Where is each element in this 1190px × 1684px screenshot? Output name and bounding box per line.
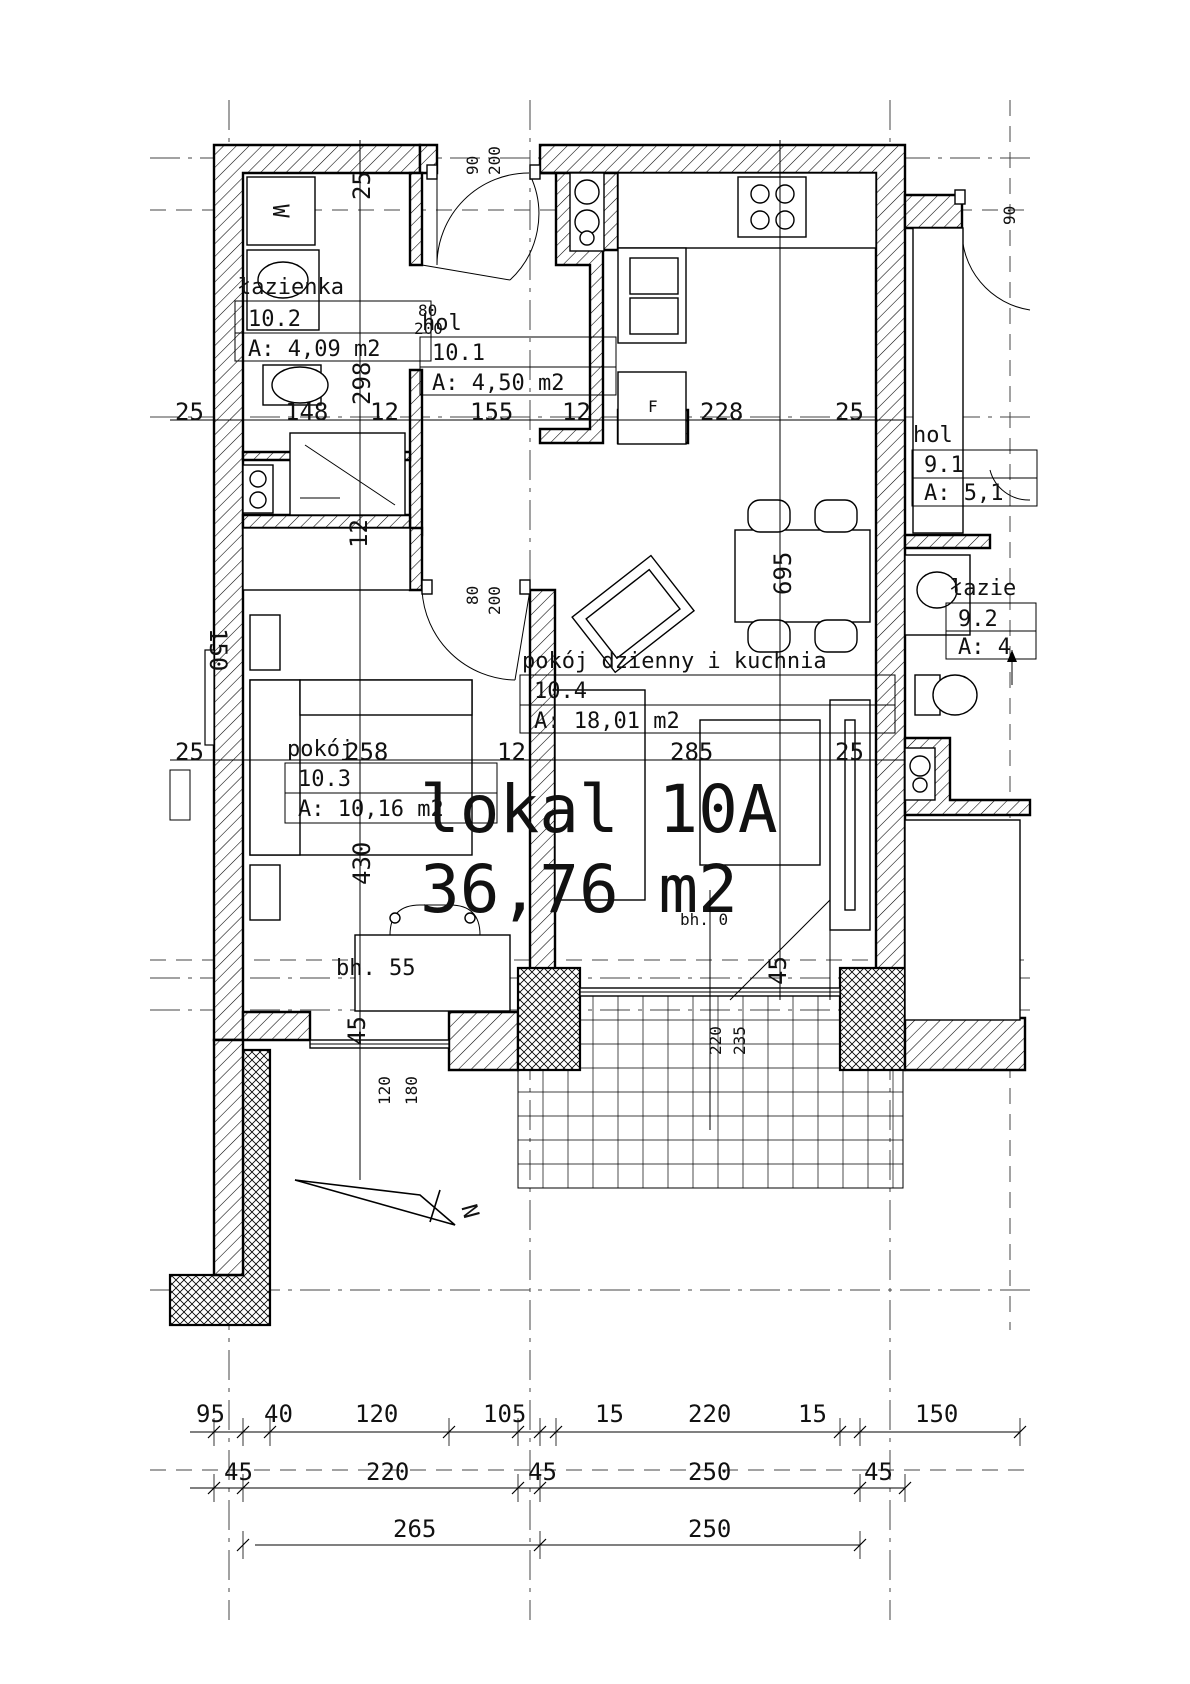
svg-text:120: 120 bbox=[355, 1400, 398, 1428]
north-arrow-icon: N bbox=[294, 1179, 483, 1226]
svg-text:hol: hol bbox=[913, 423, 953, 448]
sofa-icon bbox=[554, 689, 646, 901]
cooktop-icon bbox=[737, 176, 807, 238]
svg-text:80: 80 bbox=[463, 586, 482, 605]
svg-text:A: 5,1: A: 5,1 bbox=[924, 481, 1003, 506]
svg-text:180: 180 bbox=[402, 1076, 421, 1105]
svg-text:228: 228 bbox=[700, 398, 743, 426]
unit-area: 36,76 m2 bbox=[420, 851, 738, 928]
svg-text:45: 45 bbox=[528, 1458, 557, 1486]
armchair-icon bbox=[571, 554, 696, 674]
doors bbox=[421, 164, 1031, 681]
svg-text:A: 4,50 m2: A: 4,50 m2 bbox=[432, 371, 564, 396]
room-name-living: pokój dzienny i kuchnia bbox=[522, 649, 827, 674]
svg-text:25: 25 bbox=[175, 738, 204, 766]
svg-text:155: 155 bbox=[470, 398, 513, 426]
svg-text:bh. 55: bh. 55 bbox=[336, 956, 415, 981]
svg-text:9.1: 9.1 bbox=[924, 453, 964, 478]
svg-text:25: 25 bbox=[175, 398, 204, 426]
svg-text:95: 95 bbox=[196, 1400, 225, 1428]
svg-text:148: 148 bbox=[285, 398, 328, 426]
svg-text:25: 25 bbox=[835, 738, 864, 766]
svg-text:150: 150 bbox=[915, 1400, 958, 1428]
svg-text:200: 200 bbox=[485, 586, 504, 615]
svg-text:9.2: 9.2 bbox=[958, 607, 998, 632]
svg-text:150: 150 bbox=[204, 628, 232, 671]
svg-text:90: 90 bbox=[1000, 206, 1019, 225]
sink-icon bbox=[629, 257, 679, 295]
svg-text:265: 265 bbox=[393, 1515, 436, 1543]
svg-text:25: 25 bbox=[835, 398, 864, 426]
svg-text:220: 220 bbox=[706, 1026, 725, 1055]
dining-table-icon bbox=[734, 529, 871, 623]
unit-label: lokal 10A bbox=[420, 771, 778, 848]
shower-icon bbox=[289, 432, 406, 516]
room-labels: łazienka 10.2 A: 4,09 m2 hol 10.1 A: 4,5… bbox=[234, 275, 1038, 981]
svg-text:15: 15 bbox=[595, 1400, 624, 1428]
svg-text:F: F bbox=[648, 397, 658, 416]
room-name-hall: hol bbox=[422, 311, 462, 336]
svg-text:298: 298 bbox=[348, 362, 376, 405]
svg-text:695: 695 bbox=[769, 552, 797, 595]
svg-text:A: 4,09 m2: A: 4,09 m2 bbox=[248, 337, 380, 362]
svg-text:258: 258 bbox=[345, 738, 388, 766]
fridge-icon bbox=[617, 371, 687, 445]
svg-text:A: 4: A: 4 bbox=[958, 635, 1011, 660]
dimensions-inner: 25 148 12 155 12 228 25 25 258 12 285 25… bbox=[170, 140, 905, 1180]
svg-text:285: 285 bbox=[670, 738, 713, 766]
desk-icon bbox=[354, 934, 511, 1012]
svg-text:10.2: 10.2 bbox=[248, 307, 301, 332]
svg-text:235: 235 bbox=[730, 1026, 749, 1055]
svg-text:200: 200 bbox=[414, 319, 443, 338]
svg-text:12: 12 bbox=[370, 398, 399, 426]
svg-text:12: 12 bbox=[345, 519, 373, 548]
washer-icon bbox=[246, 176, 316, 246]
svg-text:10.3: 10.3 bbox=[298, 767, 351, 792]
svg-text:45: 45 bbox=[224, 1458, 253, 1486]
svg-text:250: 250 bbox=[688, 1515, 731, 1543]
svg-text:80: 80 bbox=[418, 301, 437, 320]
room-name-bedroom: pokój bbox=[287, 737, 353, 762]
door-annotations: 90 200 80 200 80 200 90 bbox=[414, 146, 1019, 615]
svg-text:W: W bbox=[267, 204, 292, 218]
svg-text:200: 200 bbox=[485, 146, 504, 175]
svg-text:40: 40 bbox=[264, 1400, 293, 1428]
svg-text:220: 220 bbox=[366, 1458, 409, 1486]
svg-text:12: 12 bbox=[562, 398, 591, 426]
svg-text:A: 18,01 m2: A: 18,01 m2 bbox=[534, 709, 680, 734]
svg-text:430: 430 bbox=[348, 842, 376, 885]
room-name-bath: łazienka bbox=[238, 275, 344, 300]
svg-text:N: N bbox=[455, 1202, 483, 1221]
svg-text:45: 45 bbox=[764, 956, 792, 985]
svg-text:12: 12 bbox=[497, 738, 526, 766]
svg-text:25: 25 bbox=[348, 171, 376, 200]
svg-text:10.1: 10.1 bbox=[432, 341, 485, 366]
svg-text:bh. 0: bh. 0 bbox=[680, 910, 728, 929]
fixtures: W F bbox=[242, 172, 1021, 1226]
dimensions-bottom: 95 40 120 105 15 220 15 150 45 220 45 25… bbox=[190, 1400, 1027, 1559]
svg-text:A: 10,16 m2: A: 10,16 m2 bbox=[298, 797, 444, 822]
svg-text:15: 15 bbox=[798, 1400, 827, 1428]
svg-text:120: 120 bbox=[375, 1076, 394, 1105]
svg-text:105: 105 bbox=[483, 1400, 526, 1428]
svg-text:10.4: 10.4 bbox=[534, 679, 587, 704]
svg-text:45: 45 bbox=[864, 1458, 893, 1486]
svg-text:220: 220 bbox=[688, 1400, 731, 1428]
svg-text:90: 90 bbox=[463, 156, 482, 175]
svg-text:250: 250 bbox=[688, 1458, 731, 1486]
svg-text:łazie: łazie bbox=[950, 576, 1016, 601]
svg-text:45: 45 bbox=[343, 1016, 371, 1045]
